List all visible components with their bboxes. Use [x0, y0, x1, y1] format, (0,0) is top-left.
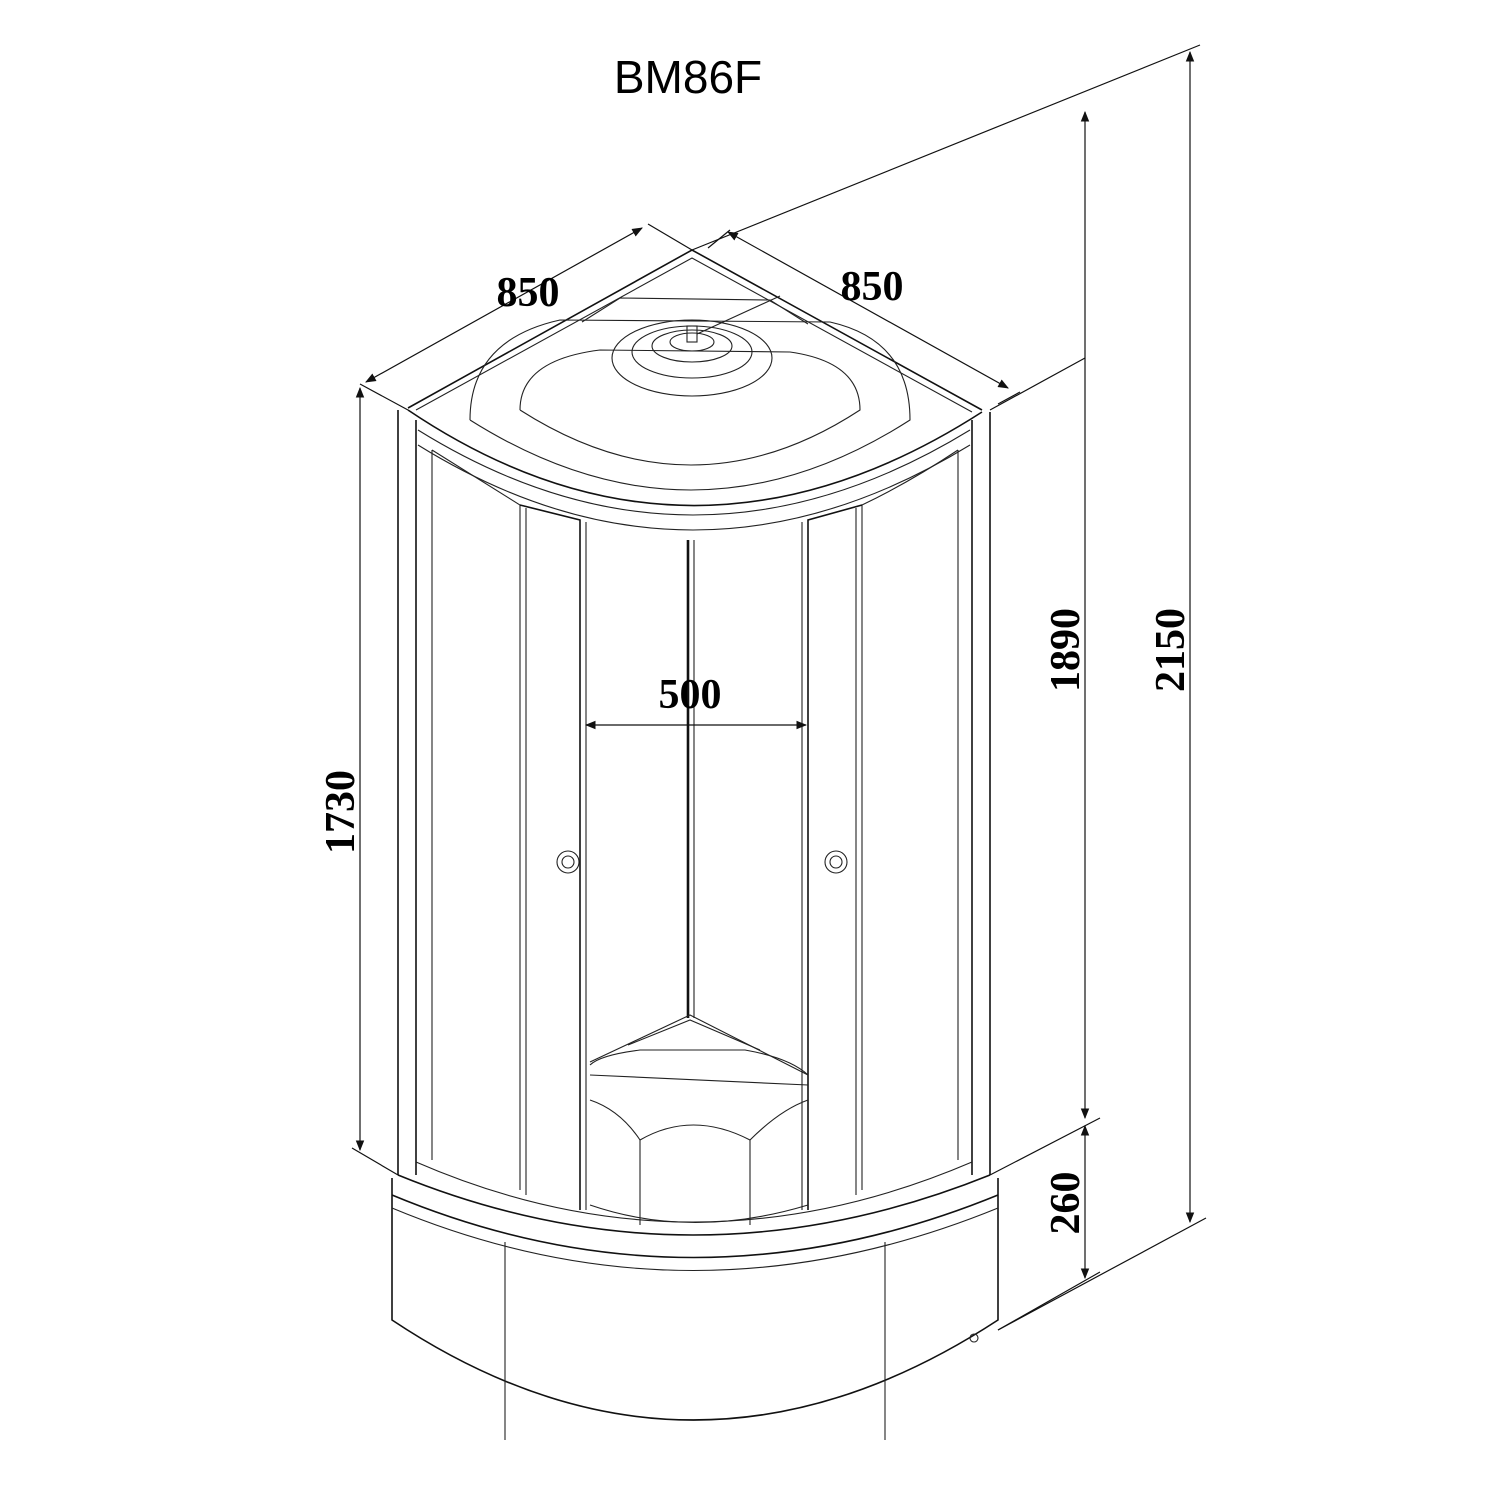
dimension-1730: 1730: [318, 386, 399, 1176]
dimension-260: 260: [997, 1124, 1101, 1331]
dimension-1890: 1890: [989, 110, 1101, 1176]
dim-label-260: 260: [1043, 1172, 1089, 1235]
dimension-500: 500: [584, 672, 808, 730]
dim-label-1730: 1730: [318, 770, 364, 854]
dim-label-850-left: 850: [497, 270, 560, 316]
dimension-2150: 2150: [691, 44, 1207, 1331]
dim-label-500: 500: [659, 672, 722, 718]
dim-label-850-right: 850: [841, 264, 904, 310]
dim-label-2150: 2150: [1148, 608, 1194, 692]
dimension-850-right: 850: [707, 229, 1021, 405]
model-title: BM86F: [614, 51, 762, 103]
dim-label-1890: 1890: [1043, 608, 1089, 692]
cabin-outline: [391, 249, 999, 1440]
dimension-850-left: 850: [359, 223, 693, 411]
